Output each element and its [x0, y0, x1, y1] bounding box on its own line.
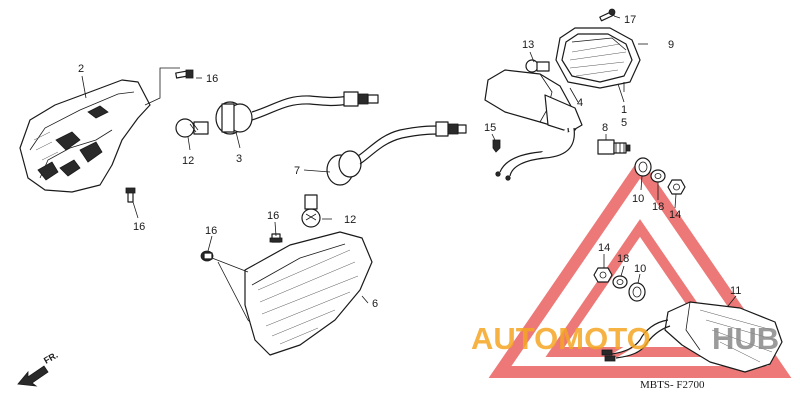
- leader-lines: [81, 15, 737, 307]
- callout-1: 1: [621, 104, 627, 116]
- diagram-code: MBTS- F2700: [640, 379, 705, 391]
- callout-5: 5: [621, 117, 627, 129]
- part-15-screw[interactable]: [492, 139, 501, 153]
- callout-16-low: 16: [205, 225, 217, 237]
- part-3-socket-harness[interactable]: [215, 91, 379, 135]
- watermark-text-gray: HUB: [712, 321, 779, 356]
- callout-4: 4: [577, 97, 583, 109]
- callout-3: 3: [236, 153, 242, 165]
- callout-9: 9: [668, 39, 674, 51]
- callout-16-left: 16: [133, 221, 145, 233]
- part-14-nut-lower[interactable]: [593, 267, 613, 283]
- part-4-rear-housing[interactable]: [484, 69, 583, 181]
- callout-labels: 1 2 3 4 5 6 7 8 9 10 10 11 12 12 13 14 1…: [78, 14, 741, 310]
- watermark-text: AUTOMOTO HUB: [471, 321, 779, 356]
- part-6-front-lens[interactable]: [244, 231, 373, 356]
- part-13-bulb[interactable]: [525, 59, 550, 73]
- callout-14-lower: 14: [598, 242, 610, 254]
- callout-6: 6: [372, 298, 378, 310]
- watermark: [488, 157, 792, 378]
- callout-17: 17: [624, 14, 636, 26]
- part-16-screw-top[interactable]: [175, 69, 194, 79]
- front-direction-indicator: FR.: [17, 350, 60, 387]
- callout-12-lower: 12: [344, 214, 356, 226]
- watermark-inner-triangle: [545, 219, 735, 357]
- callout-13: 13: [522, 39, 534, 51]
- callout-15: 15: [484, 122, 496, 134]
- callout-18-upper: 18: [652, 201, 664, 213]
- part-10-nut-upper[interactable]: [634, 157, 652, 177]
- callout-7: 7: [294, 165, 300, 177]
- part-7-socket-harness[interactable]: [326, 121, 467, 186]
- part-11-rear-signal-assy[interactable]: [601, 301, 783, 373]
- callout-10-lower: 10: [634, 263, 646, 275]
- callout-8: 8: [602, 122, 608, 134]
- part-16-screw-left[interactable]: [125, 187, 136, 203]
- part-16-screw-low[interactable]: [200, 250, 214, 262]
- callout-18-lower: 18: [617, 253, 629, 265]
- part-2-front-housing[interactable]: [19, 79, 151, 193]
- callout-12-upper: 12: [182, 155, 194, 167]
- part-17-screw[interactable]: [599, 8, 616, 22]
- part-8-socket[interactable]: [597, 139, 631, 155]
- callout-14-upper: 14: [669, 209, 681, 221]
- watermark-outer-triangle: [488, 157, 792, 378]
- callout-2: 2: [78, 63, 84, 75]
- part-10-nut-lower[interactable]: [628, 282, 646, 302]
- part-9-rear-lens[interactable]: [555, 27, 641, 89]
- part-12-bulb-lower[interactable]: [301, 194, 321, 228]
- callout-16-top: 16: [206, 73, 218, 85]
- part-14-nut-upper[interactable]: [667, 179, 686, 195]
- callout-16-mid: 16: [267, 210, 279, 222]
- watermark-text-orange: AUTOMOTO: [471, 321, 651, 356]
- front-arrow-icon: [17, 365, 49, 387]
- callout-11: 11: [730, 285, 741, 297]
- part-12-bulb-upper[interactable]: [175, 118, 209, 138]
- part-18-washer-lower[interactable]: [612, 275, 628, 289]
- callout-10-upper: 10: [632, 193, 644, 205]
- part-18-washer-upper[interactable]: [650, 169, 666, 183]
- front-direction-label: FR.: [42, 350, 60, 366]
